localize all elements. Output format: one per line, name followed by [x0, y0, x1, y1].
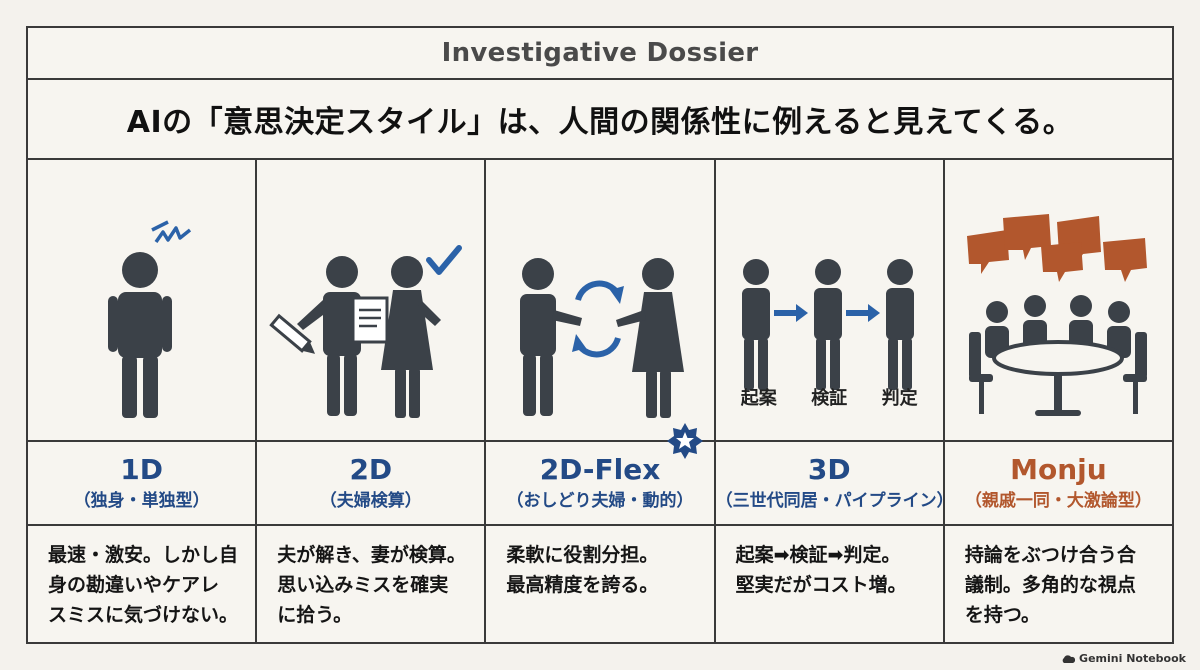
column-monju: Monju （親戚一同・大激論型） 持論をぶつけ合う合 議制。多角的な視点 を持…: [944, 160, 1173, 642]
person-icon: [885, 259, 914, 390]
description-area: 柔軟に役割分担。 最高精度を誇る。: [486, 526, 713, 642]
model-subtitle: （おしどり夫婦・動的）: [506, 491, 694, 511]
description-area: 持論をぶつけ合う合 議制。多角的な視点 を持つ。: [945, 526, 1172, 642]
couple-illustration: [257, 160, 485, 442]
label-area: Monju （親戚一同・大激論型）: [944, 442, 1173, 526]
header-title: Investigative Dossier: [441, 38, 759, 68]
arrow-right-icon: [845, 304, 880, 322]
model-name: 3D: [807, 453, 851, 486]
pencil-icon: [269, 313, 316, 354]
model-name: 2D: [349, 453, 393, 486]
model-subtitle: （三世代同居・パイプライン）: [715, 491, 954, 511]
speech-bubbles-icon: [966, 214, 1147, 282]
label-area: 2D （夫婦検算）: [257, 442, 485, 526]
footer-brand-text: Gemini Notebook: [1079, 652, 1186, 665]
footer-brand: Gemini Notebook: [1061, 652, 1186, 665]
label-area: 2D-Flex （おしどり夫婦・動的）: [486, 442, 714, 526]
pipeline-step-labels: 起案 検証 判定: [716, 384, 943, 410]
husband-icon: [297, 256, 362, 416]
model-name: 2D-Flex: [539, 453, 661, 486]
label-area: 3D （三世代同居・パイプライン）: [715, 442, 954, 526]
wife-icon: [616, 258, 685, 418]
model-description: 持論をぶつけ合う合 議制。多角的な視点 を持つ。: [964, 544, 1136, 626]
description-area: 起案➡検証➡判定。 堅実だがコスト増。: [716, 526, 943, 642]
model-name: Monju: [1010, 453, 1107, 486]
model-subtitle: （夫婦検算）: [319, 491, 422, 511]
swap-arrows-icon: [575, 280, 622, 358]
model-name: 1D: [120, 453, 163, 486]
label-area: 1D （独身・単独型）: [28, 442, 256, 526]
star-badge-icon: [666, 423, 703, 459]
model-description: 夫が解き、妻が検算。 思い込みミスを確実 に拾う。: [277, 544, 466, 626]
model-subtitle: （親戚一同・大激論型）: [964, 491, 1152, 511]
couple-swap-illustration: [486, 160, 714, 442]
column-2d-flex: 2D-Flex （おしどり夫婦・動的） 柔軟に役割分担。 最高精度を誇る。: [486, 160, 716, 642]
round-table-icon: [991, 340, 1124, 416]
headline: AIの「意思決定スタイル」は、人間の関係性に例えると見えてくる。: [126, 105, 1074, 140]
wife-icon: [381, 256, 442, 418]
pipeline-illustration: 起案 検証 判定: [715, 160, 943, 442]
description-area: 最速・激安。しかし自 身の勘違いやケアレ スミスに気づけない。: [28, 526, 255, 642]
model-description: 起案➡検証➡判定。 堅実だがコスト増。: [735, 544, 907, 596]
husband-icon: [520, 258, 583, 416]
person-icon: [108, 252, 172, 418]
dossier-frame: Investigative Dossier AIの「意思決定スタイル」は、人間の…: [26, 26, 1174, 644]
document-icon: [351, 296, 389, 344]
description-area: 夫が解き、妻が検算。 思い込みミスを確実 に拾う。: [257, 526, 484, 642]
model-description: 最速・激安。しかし自 身の勘違いやケアレ スミスに気づけない。: [48, 544, 239, 626]
headline-bar: AIの「意思決定スタイル」は、人間の関係性に例えると見えてくる。: [28, 80, 1172, 160]
cloud-logo-icon: [1062, 654, 1076, 663]
column-3d: 起案 検証 判定 3D （三世代同居・パイプライン） 起案➡検証➡判定。 堅実だ…: [715, 160, 954, 642]
step-label: 判定: [881, 388, 918, 409]
step-label: 検証: [811, 388, 848, 409]
person-icon: [741, 259, 770, 390]
column-2d: 2D （夫婦検算） 夫が解き、妻が検算。 思い込みミスを確実 に拾う。: [257, 160, 487, 642]
alert-icon: [151, 220, 192, 244]
column-1d: 1D （独身・単独型） 最速・激安。しかし自 身の勘違いやケアレ スミスに気づけ…: [28, 160, 258, 642]
arrow-right-icon: [773, 304, 808, 322]
header-bar: Investigative Dossier: [28, 28, 1172, 80]
group-discussion-illustration: [944, 160, 1173, 442]
model-description: 柔軟に役割分担。 最高精度を誇る。: [506, 544, 659, 596]
step-label: 起案: [740, 388, 777, 409]
single-person-illustration: [28, 160, 256, 442]
model-subtitle: （独身・単独型）: [73, 491, 210, 511]
check-icon: [426, 245, 463, 275]
comparison-grid: 1D （独身・単独型） 最速・激安。しかし自 身の勘違いやケアレ スミスに気づけ…: [28, 160, 1173, 642]
person-icon: [813, 259, 842, 390]
